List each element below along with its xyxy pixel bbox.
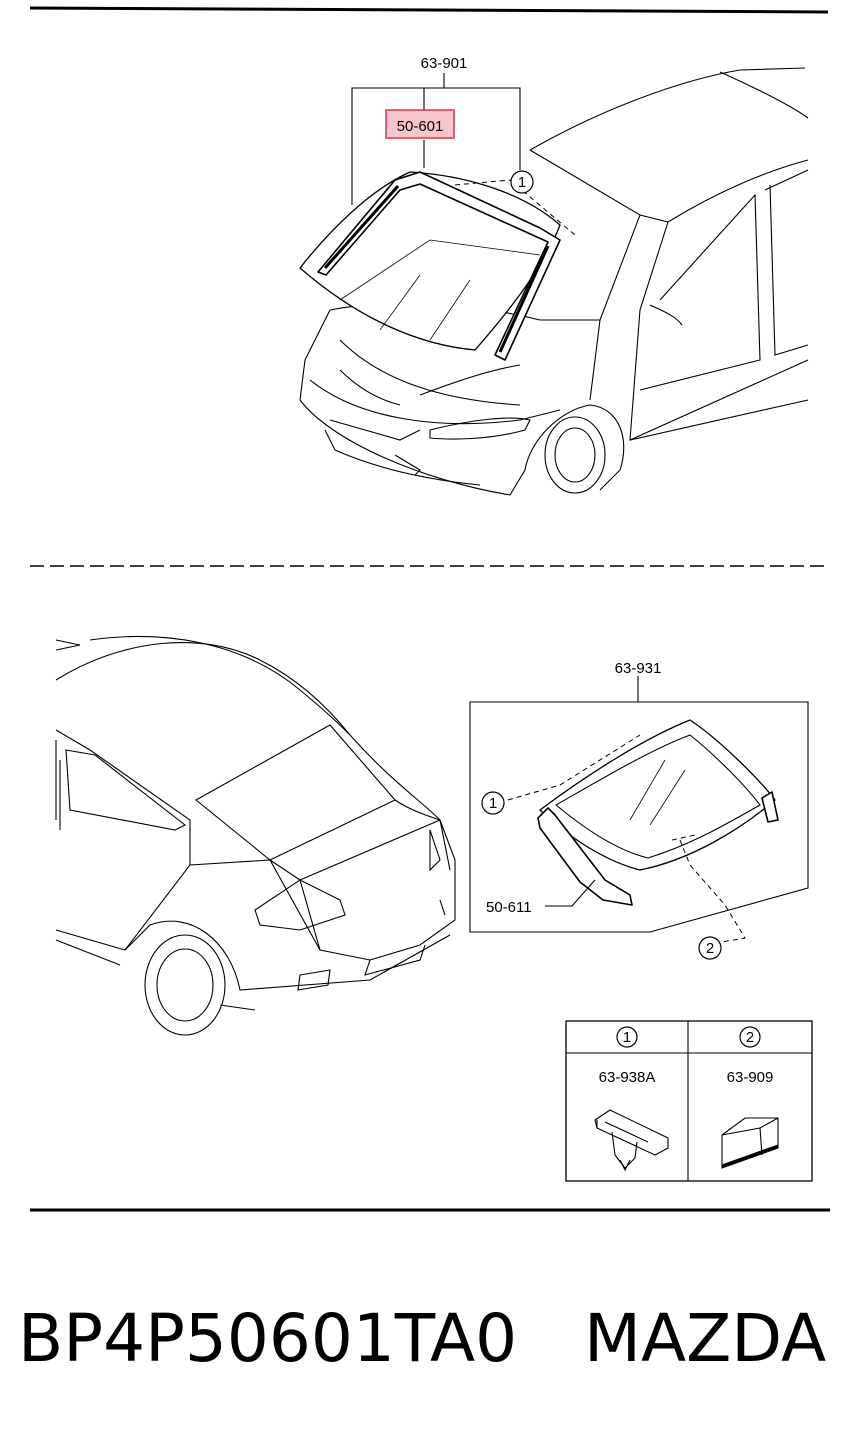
part-number: BP4P50601TA0 bbox=[18, 1300, 518, 1377]
top-border-line bbox=[29, 6, 829, 14]
callout-circle-2-bottom bbox=[698, 936, 722, 960]
legend-callout-circle-2 bbox=[739, 1026, 761, 1048]
spacer-pad-icon bbox=[721, 1117, 779, 1169]
highlighted-part-code: 50-601 bbox=[397, 118, 444, 135]
part-code-50-611: 50-611 bbox=[486, 899, 532, 916]
assembly-code-63-901: 63-901 bbox=[421, 55, 468, 72]
front-windshield-diagram: 63-901 50-601 1 bbox=[299, 55, 809, 496]
legend-code-63-938A: 63-938A bbox=[599, 1069, 656, 1086]
callout-number-1-top: 1 bbox=[518, 174, 526, 191]
rear-moulding-50-611 bbox=[537, 807, 633, 906]
callout-number-2-bottom: 2 bbox=[706, 940, 714, 957]
brand-name: MAZDA bbox=[584, 1300, 827, 1377]
assembly-code-63-931: 63-931 bbox=[615, 660, 662, 677]
legend-number-2: 2 bbox=[746, 1029, 754, 1046]
fastener-legend-table: 1 2 63-938A 63-909 bbox=[565, 1020, 813, 1182]
car-rear-outline bbox=[55, 636, 456, 1036]
part-caption: BP4P50601TA0 MAZDA bbox=[0, 1300, 864, 1400]
callout-circle-1-bottom bbox=[481, 791, 505, 815]
legend-callout-circle-1 bbox=[616, 1026, 638, 1048]
rear-window-diagram: 63-931 1 2 50-611 bbox=[55, 636, 809, 1036]
rear-window-inset-box bbox=[469, 701, 809, 933]
highlight-box bbox=[385, 109, 455, 139]
callout-circle-1-top bbox=[510, 170, 534, 194]
callout-number-1-bottom: 1 bbox=[489, 795, 497, 812]
legend-number-1: 1 bbox=[623, 1029, 631, 1046]
windshield-moulding-50-601 bbox=[317, 171, 561, 361]
clip-fastener-icon bbox=[594, 1109, 669, 1172]
legend-code-63-909: 63-909 bbox=[727, 1069, 774, 1086]
